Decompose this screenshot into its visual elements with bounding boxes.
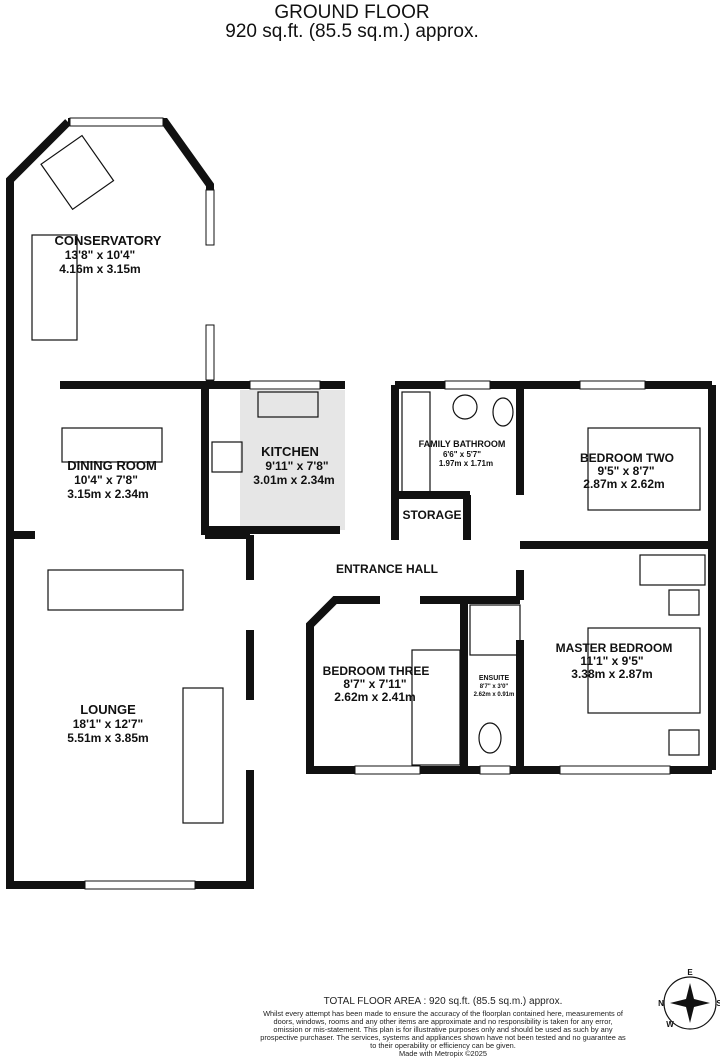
- svg-text:4.16m x 3.15m: 4.16m x 3.15m: [59, 262, 140, 276]
- svg-text:2.62m x 0.91m: 2.62m x 0.91m: [474, 692, 515, 698]
- footer: TOTAL FLOOR AREA : 920 sq.ft. (85.5 sq.m…: [258, 996, 628, 1057]
- lounge-name: LOUNGE: [80, 702, 136, 717]
- svg-text:18'1" x 12'7": 18'1" x 12'7": [73, 717, 143, 731]
- svg-text:E: E: [687, 968, 693, 977]
- storage-name: STORAGE: [402, 508, 461, 522]
- conservatory-name: CONSERVATORY: [55, 233, 162, 248]
- svg-text:8'7" x 7'11": 8'7" x 7'11": [343, 677, 406, 691]
- family-bathroom-name: FAMILY BATHROOM: [419, 439, 506, 449]
- svg-text:9'5" x 8'7": 9'5" x 8'7": [597, 464, 654, 478]
- dining-room-name: DINING ROOM: [67, 458, 157, 473]
- svg-text:8'7" x 3'0": 8'7" x 3'0": [480, 684, 509, 690]
- compass-icon: N E S W: [658, 968, 720, 1030]
- floor-area: 920 sq.ft. (85.5 sq.m.) approx.: [225, 21, 479, 42]
- windows: [69, 117, 671, 890]
- svg-text:W: W: [666, 1020, 674, 1029]
- svg-text:13'8" x 10'4": 13'8" x 10'4": [65, 248, 135, 262]
- svg-text:1.97m x 1.71m: 1.97m x 1.71m: [439, 459, 493, 468]
- svg-text:2.62m x 2.41m: 2.62m x 2.41m: [334, 690, 415, 704]
- svg-text:3.01m x 2.34m: 3.01m x 2.34m: [253, 473, 334, 487]
- svg-text:S: S: [716, 999, 720, 1008]
- svg-text:N: N: [658, 999, 664, 1008]
- disclaimer: Whilst every attempt has been made to en…: [260, 1009, 626, 1050]
- svg-text:2.87m x 2.62m: 2.87m x 2.62m: [583, 477, 664, 491]
- fixtures: [31, 134, 706, 824]
- svg-text:10'4" x 7'8": 10'4" x 7'8": [74, 473, 138, 487]
- svg-text:9'11" x 7'8": 9'11" x 7'8": [265, 459, 328, 473]
- kitchen-name: KITCHEN: [261, 444, 319, 459]
- made-with: Made with Metropix ©2025: [398, 1048, 488, 1058]
- master-bedroom-name: MASTER BEDROOM: [556, 641, 673, 655]
- svg-text:11'1" x 9'5": 11'1" x 9'5": [580, 654, 643, 668]
- svg-text:3.38m x 2.87m: 3.38m x 2.87m: [571, 667, 652, 681]
- svg-text:5.51m x 3.85m: 5.51m x 3.85m: [67, 731, 148, 745]
- room-labels: CONSERVATORY 13'8" x 10'4" 4.16m x 3.15m…: [55, 233, 674, 745]
- svg-text:3.15m x 2.34m: 3.15m x 2.34m: [67, 487, 148, 501]
- floor-title: GROUND FLOOR: [274, 2, 430, 23]
- bedroom-three-name: BEDROOM THREE: [323, 664, 430, 678]
- bedroom-two-name: BEDROOM TWO: [580, 451, 674, 465]
- svg-text:6'6" x 5'7": 6'6" x 5'7": [443, 450, 481, 459]
- total-floor-area: TOTAL FLOOR AREA : 920 sq.ft. (85.5 sq.m…: [323, 996, 563, 1007]
- ensuite-name: ENSUITE: [479, 675, 510, 682]
- entrance-hall-name: ENTRANCE HALL: [336, 562, 438, 576]
